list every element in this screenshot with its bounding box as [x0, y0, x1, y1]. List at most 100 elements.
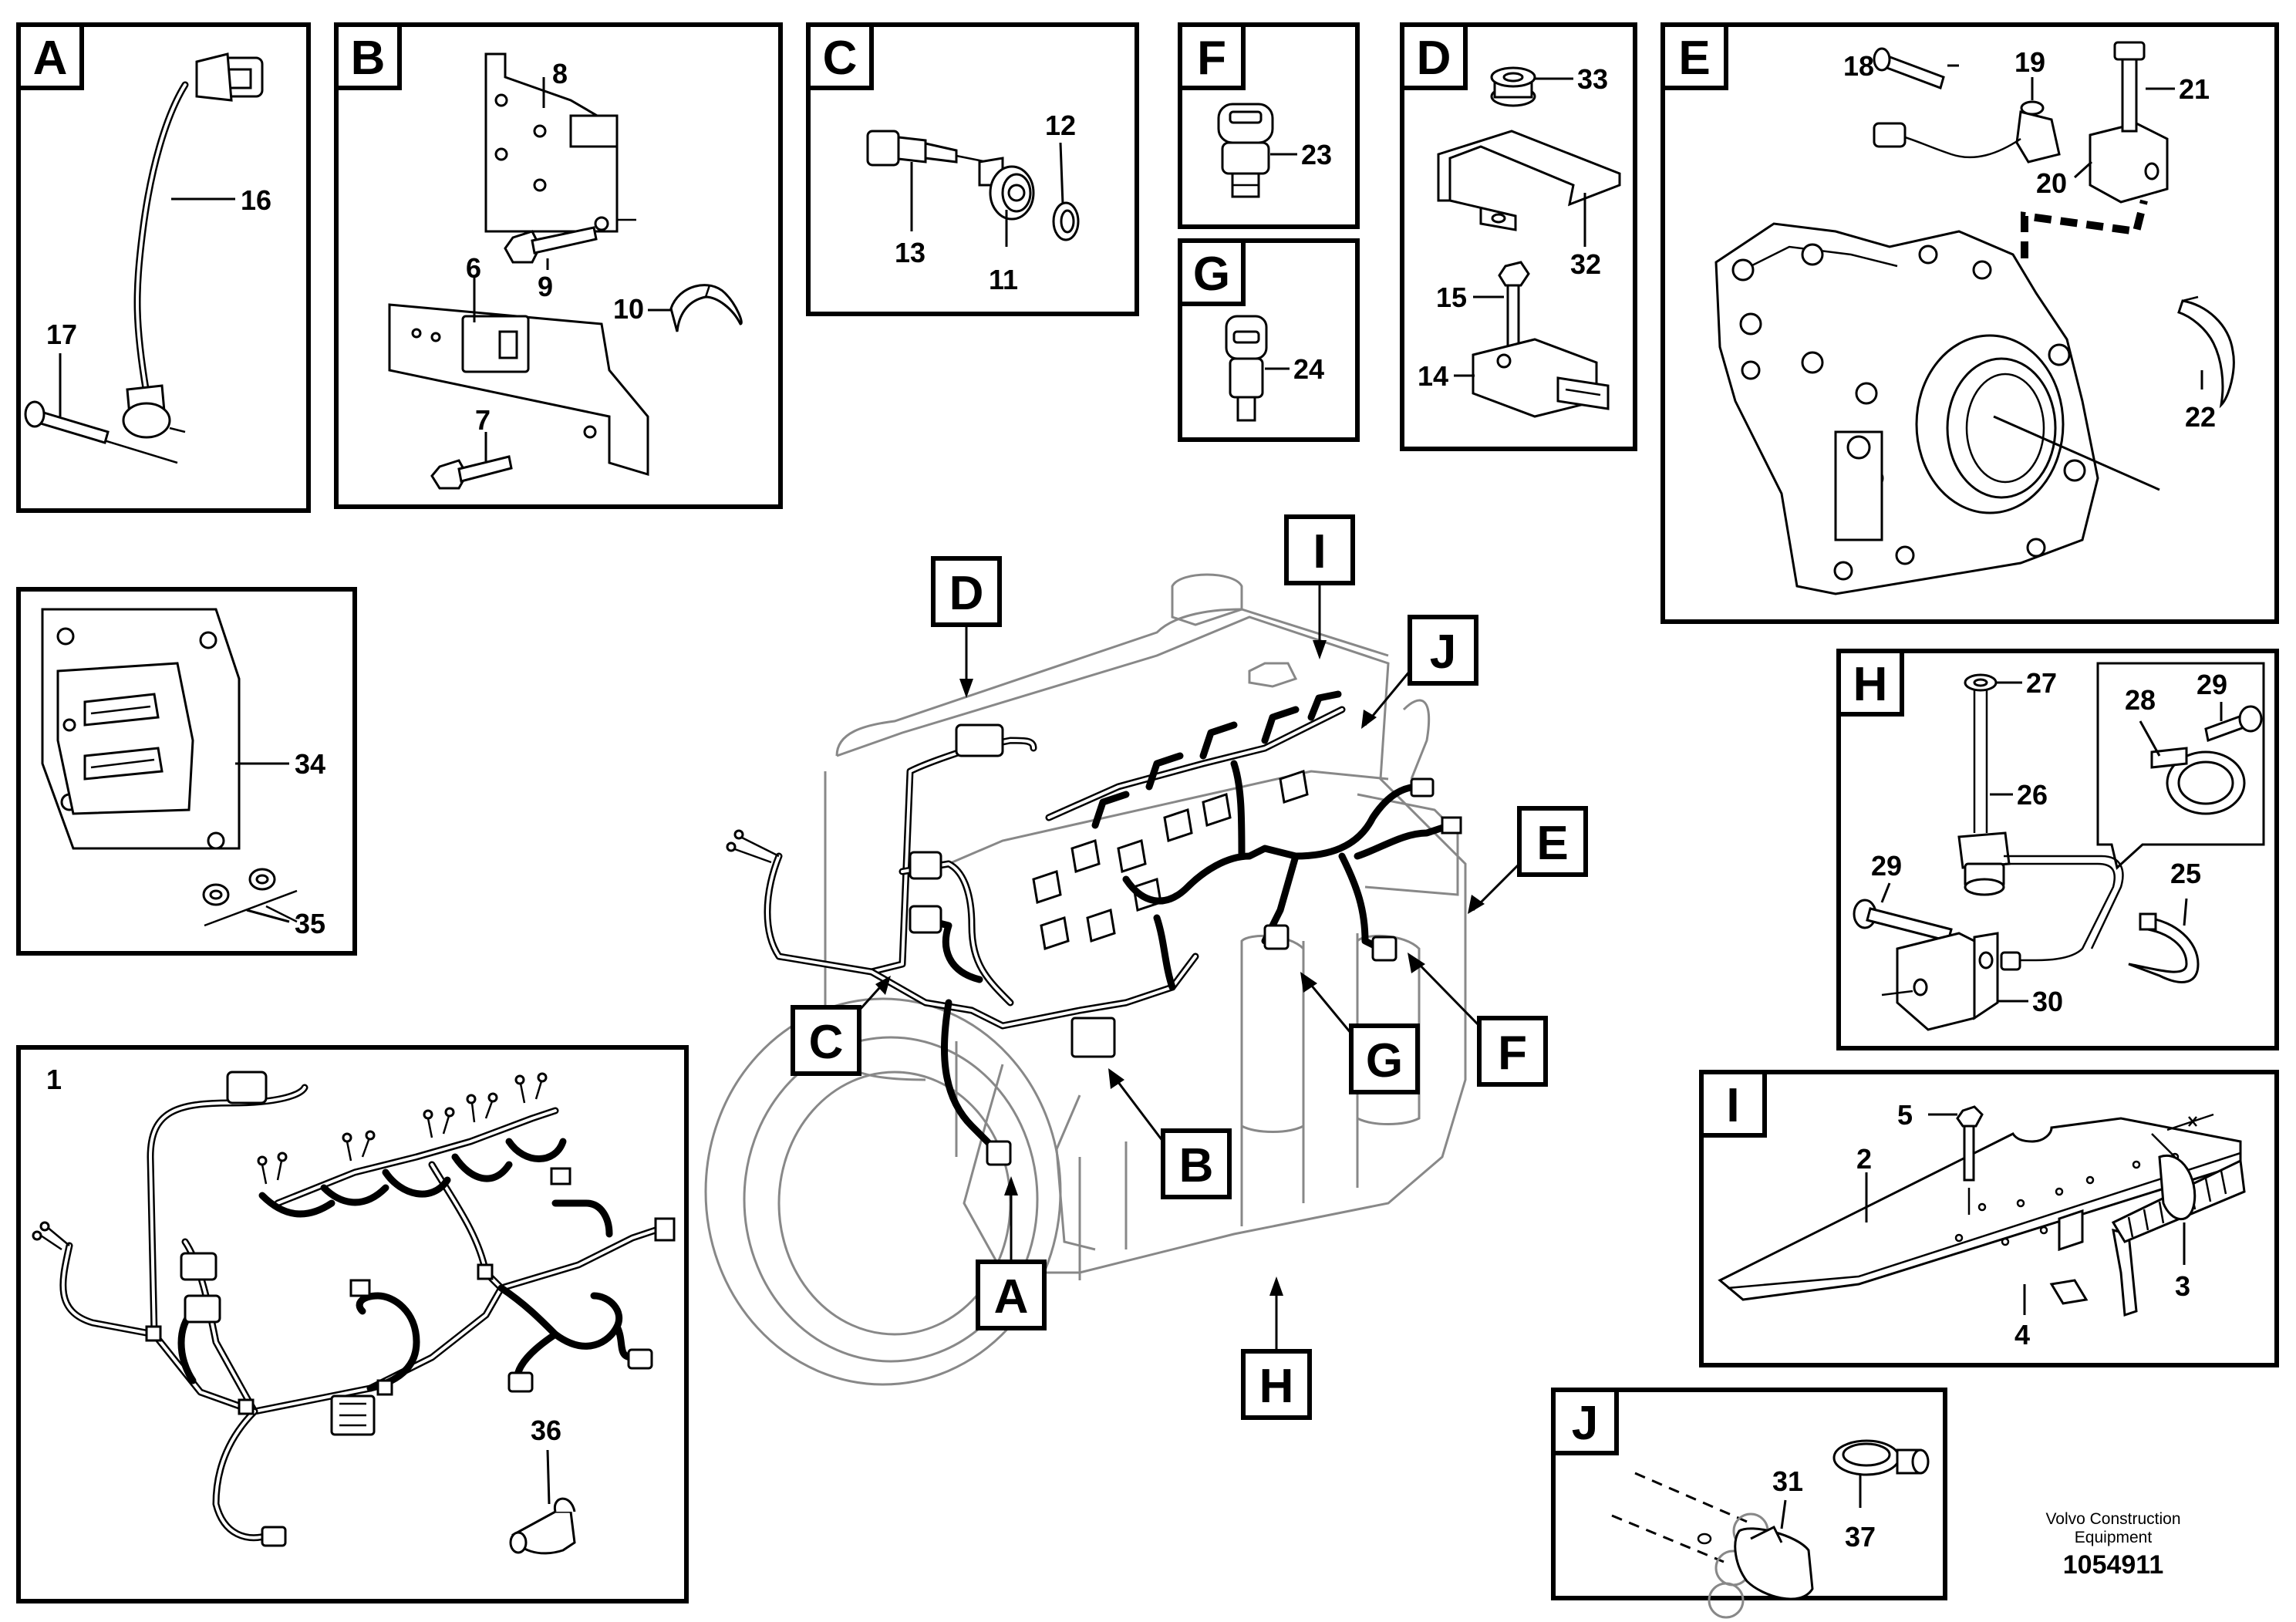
panel-g-tag: G [1193, 248, 1230, 301]
conduit-3 [2111, 1133, 2246, 1243]
svg-text:E: E [1536, 817, 1568, 870]
panel-f-tag: F [1197, 32, 1226, 85]
panel-g: G 24 [1178, 238, 1360, 442]
connector-36 [509, 1497, 576, 1555]
temperature-sensor-26 [1957, 673, 2124, 971]
svg-text:G: G [1366, 1034, 1403, 1088]
label-25: 25 [2170, 858, 2201, 889]
label-18: 18 [1843, 50, 1874, 82]
label-16: 16 [241, 184, 271, 216]
bolt-17 [24, 400, 110, 444]
bracket-32 [1437, 130, 1621, 231]
svg-text:A: A [994, 1270, 1029, 1324]
label-19: 19 [2014, 46, 2045, 78]
timing-cover [1714, 222, 2099, 595]
label-33: 33 [1577, 63, 1608, 95]
svg-text:C: C [809, 1016, 844, 1069]
connector-31 [1697, 1512, 1814, 1619]
label-21: 21 [2179, 73, 2210, 105]
label-1: 1 [46, 1064, 62, 1095]
sensor-13 [866, 130, 996, 167]
bolt-15 [1498, 261, 1530, 349]
panel-h-tag: H [1853, 658, 1888, 711]
washers-35 [202, 868, 298, 927]
bolt-7 [430, 455, 513, 490]
panel-ecu: 34 35 [16, 587, 357, 956]
label-35: 35 [295, 908, 325, 939]
panel-e-tag: E [1678, 32, 1710, 85]
wiring-harness-1 [32, 1071, 676, 1547]
panel-harness: 1 [16, 1045, 689, 1603]
callout-g: G [1300, 972, 1420, 1094]
bracket-2 [1718, 1113, 2242, 1317]
clamp-28 [2150, 705, 2263, 815]
label-9: 9 [538, 271, 553, 302]
label-10: 10 [613, 293, 644, 325]
panel-f: F 23 [1178, 22, 1360, 229]
block-20 [2089, 41, 2169, 204]
panel-b: B 8 9 6 [334, 22, 783, 509]
grommet-33 [1490, 66, 1536, 107]
svg-text:I: I [1313, 525, 1326, 578]
label-22: 22 [2185, 401, 2216, 433]
callout-f: F [1408, 953, 1548, 1087]
callout-b: B [1108, 1068, 1232, 1199]
sensor-14 [1472, 338, 1610, 418]
label-28: 28 [2125, 684, 2156, 716]
label-29-lower: 29 [1871, 850, 1902, 882]
label-32: 32 [1570, 248, 1601, 280]
label-8: 8 [552, 58, 568, 89]
panel-a: A 16 17 [16, 22, 311, 513]
fuel-injectors [1032, 770, 1309, 950]
label-30: 30 [2032, 986, 2063, 1017]
svg-text:F: F [1498, 1027, 1527, 1080]
footer: Volvo Construction Equipment 1054911 [2045, 1510, 2180, 1580]
bolt-9 [504, 226, 598, 264]
panel-e: E 18 19 21 20 [1660, 22, 2279, 624]
label-11: 11 [989, 264, 1018, 295]
bracket-8 [484, 52, 636, 233]
label-3: 3 [2175, 1270, 2190, 1302]
drawing-number: 1054911 [2063, 1550, 2164, 1580]
label-31: 31 [1772, 1465, 1803, 1497]
label-29-upper: 29 [2197, 669, 2227, 700]
label-17: 17 [46, 319, 77, 350]
label-15: 15 [1436, 282, 1467, 313]
label-20: 20 [2036, 167, 2067, 199]
adapter-11 [978, 157, 1035, 221]
label-26: 26 [2017, 779, 2048, 811]
panel-c: C 13 11 12 [806, 22, 1139, 316]
panel-j-tag: J [1572, 1397, 1598, 1450]
callout-a: A [976, 1176, 1047, 1330]
pressure-sensor-24 [1225, 315, 1268, 422]
callout-c: C [791, 976, 891, 1076]
bracket-30 [1881, 932, 1999, 1031]
cable-tie-22 [2177, 295, 2235, 409]
cable-tie-25 [2128, 912, 2200, 983]
panel-h: H 28 29 27 26 [1836, 649, 2279, 1050]
panel-j: J 31 37 [1551, 1388, 1947, 1619]
panel-d: D 33 32 15 14 [1400, 22, 1637, 451]
pressure-sensor-23 [1217, 103, 1274, 198]
label-24: 24 [1293, 353, 1324, 385]
panel-c-tag: C [823, 32, 858, 85]
bracket-6 [388, 303, 649, 477]
callout-d: D [931, 556, 1002, 698]
label-5: 5 [1897, 1099, 1913, 1131]
speed-sensor-cable [38, 52, 264, 464]
svg-text:B: B [1179, 1139, 1214, 1192]
svg-text:H: H [1259, 1360, 1294, 1413]
label-2: 2 [1856, 1143, 1872, 1175]
label-37: 37 [1845, 1521, 1876, 1553]
label-36: 36 [531, 1415, 561, 1446]
ecu-34 [41, 608, 241, 850]
callout-j: J [1361, 615, 1478, 729]
label-7: 7 [475, 404, 491, 436]
label-13: 13 [895, 237, 925, 268]
label-27: 27 [2026, 667, 2057, 699]
bolt-5 [1956, 1105, 1984, 1215]
panel-i: I 5 2 [1699, 1070, 2279, 1367]
label-23: 23 [1301, 139, 1332, 170]
callout-i: I [1284, 514, 1355, 659]
